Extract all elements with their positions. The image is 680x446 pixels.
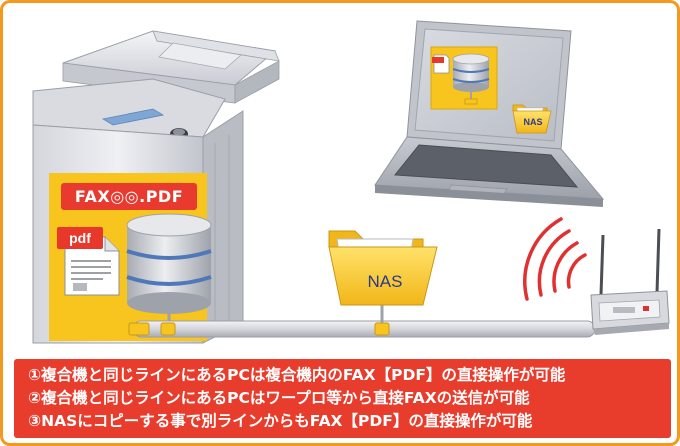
fax-file-label: FAX◎◎.PDF	[61, 183, 197, 210]
printer-storage-cylinder	[126, 213, 212, 325]
wireless-signal-icon	[523, 217, 587, 301]
wireless-router	[590, 228, 670, 335]
notes-box: ①複合機と同じラインにあるPCは複合機内のFAX【PDF】の直接操作が可能 ②複…	[14, 359, 671, 438]
note-2: ②複合機と同じラインにあるPCはワープロ等から直接FAXの送信が可能	[28, 389, 530, 407]
network-cable	[128, 303, 596, 338]
network-scene	[32, 20, 670, 344]
nas-folder-icon	[328, 230, 438, 306]
nas-label: NAS	[367, 272, 403, 291]
laptop-nas-label: NAS	[523, 117, 543, 127]
pdf-tag-label: pdf	[57, 227, 103, 249]
laptop-pc	[374, 20, 605, 207]
note-1: ①複合機と同じラインにあるPCは複合機内のFAX【PDF】の直接操作が可能	[28, 366, 566, 384]
note-3: ③NASにコピーする事で別ラインからもFAX【PDF】の直接操作が可能	[28, 412, 533, 430]
